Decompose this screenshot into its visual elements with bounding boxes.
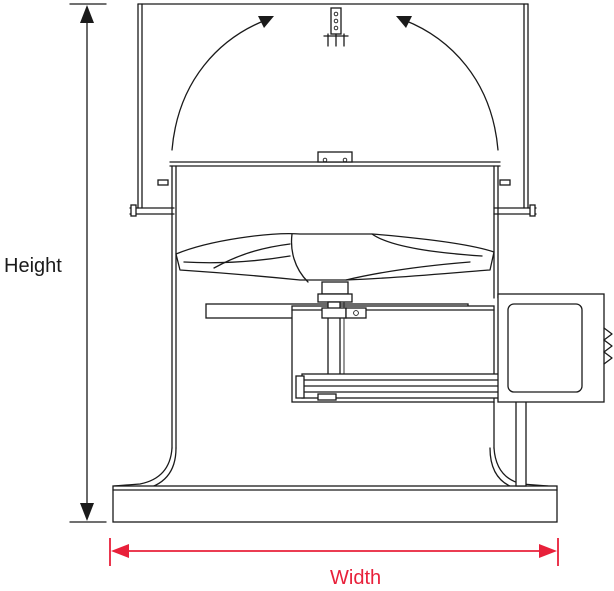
height-label: Height xyxy=(4,255,62,277)
fan-housing xyxy=(113,151,549,491)
width-label: Width xyxy=(330,567,381,589)
damper-hood xyxy=(129,3,537,217)
airflow-arrow-left xyxy=(171,19,267,151)
airflow-arrow-right xyxy=(403,19,499,151)
height-dimension xyxy=(69,3,107,523)
height-arrow-bottom xyxy=(80,503,94,521)
fan-propeller xyxy=(175,233,495,303)
width-dimension xyxy=(109,538,559,566)
base-curb xyxy=(112,485,558,523)
height-arrow-top xyxy=(80,5,94,23)
width-arrow-right xyxy=(539,544,557,558)
width-arrow-left xyxy=(111,544,129,558)
motor xyxy=(497,293,613,403)
airflow-arrowhead-right xyxy=(396,16,412,28)
airflow-arrowhead-left xyxy=(258,16,274,28)
airflow-arrows xyxy=(171,16,499,151)
damper-hinge xyxy=(323,7,349,47)
drive-assembly xyxy=(205,301,557,487)
